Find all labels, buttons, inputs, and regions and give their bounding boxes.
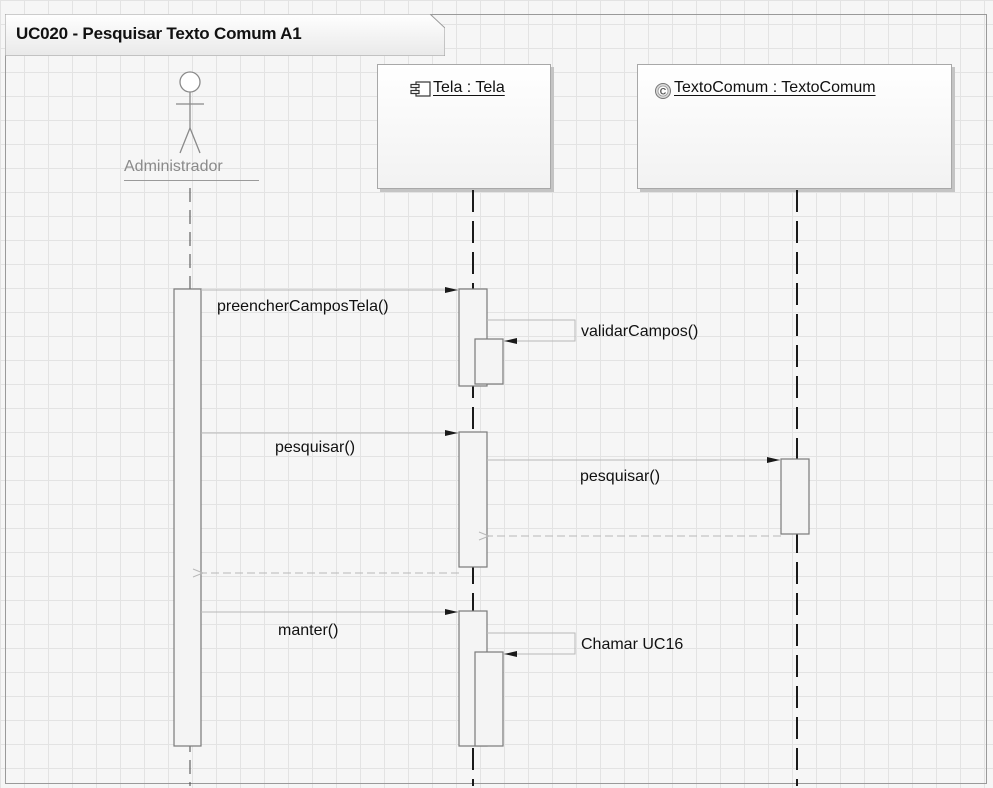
diagram-frame: [5, 14, 987, 784]
actor-stick-figure-icon[interactable]: [176, 71, 204, 154]
actor-label-underline: [124, 180, 259, 181]
activation-administrador: [173, 288, 202, 747]
activation-tela-chamar: [474, 651, 504, 747]
diagram-title: UC020 - Pesquisar Texto Comum A1: [16, 24, 302, 43]
message-label-manter: manter(): [278, 622, 339, 639]
actor-label-administrador: Administrador: [124, 158, 223, 175]
message-label-chamar-uc16: Chamar UC16: [581, 636, 684, 653]
activation-tela-2: [458, 431, 488, 568]
lifeline-label-tela: Tela : Tela: [433, 79, 505, 96]
message-label-pesquisar-textocomum: pesquisar(): [580, 468, 661, 485]
component-icon: [410, 81, 431, 97]
class-icon: C: [655, 83, 671, 99]
activation-textocomum: [780, 458, 810, 535]
message-label-preencher: preencherCamposTela(): [217, 298, 389, 315]
lifeline-box-tela[interactable]: [377, 64, 551, 189]
message-arrow-chamar-uc16[interactable]: [487, 632, 576, 657]
lifeline-box-textocomum[interactable]: [637, 64, 952, 189]
message-arrow-validar[interactable]: [487, 319, 576, 344]
lifeline-label-textocomum: TextoComum : TextoComum: [674, 79, 876, 96]
activation-tela-validar: [474, 338, 504, 385]
svg-text:C: C: [660, 86, 667, 96]
diagram-title-tab: [5, 14, 445, 56]
message-label-validar: validarCampos(): [581, 323, 699, 340]
message-label-pesquisar-tela: pesquisar(): [275, 439, 356, 456]
